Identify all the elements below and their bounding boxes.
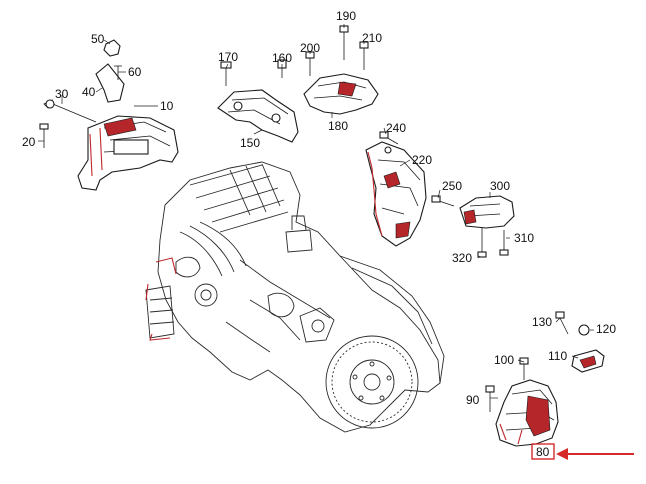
leader-lines bbox=[38, 24, 594, 399]
callout-100: 100 bbox=[494, 353, 514, 367]
callout-250: 250 bbox=[442, 179, 462, 193]
callout-150: 150 bbox=[240, 136, 260, 150]
callout-310: 310 bbox=[514, 231, 534, 245]
callout-210: 210 bbox=[362, 31, 382, 45]
callout-200: 200 bbox=[300, 41, 320, 55]
callout-60: 60 bbox=[128, 65, 142, 79]
callout-220: 220 bbox=[412, 153, 432, 167]
callout-90: 90 bbox=[466, 393, 480, 407]
bracket-180 bbox=[303, 25, 379, 115]
highlight-box bbox=[531, 443, 555, 460]
callout-320: 320 bbox=[452, 251, 472, 265]
callout-80: 80 bbox=[536, 445, 550, 459]
callout-120: 120 bbox=[596, 322, 616, 336]
callout-20: 20 bbox=[22, 135, 36, 149]
callout-240: 240 bbox=[386, 121, 406, 135]
callout-160: 160 bbox=[272, 51, 292, 65]
bracket-220 bbox=[365, 131, 427, 247]
callout-40: 40 bbox=[82, 85, 96, 99]
callout-180: 180 bbox=[328, 119, 348, 133]
callout-labels: 10 20 30 40 50 60 90 100 110 120 130 150… bbox=[22, 9, 616, 407]
mount-300 bbox=[431, 195, 515, 258]
engine-mount-left bbox=[39, 39, 179, 191]
callout-30: 30 bbox=[55, 87, 69, 101]
callout-170: 170 bbox=[218, 50, 238, 64]
callout-50: 50 bbox=[91, 32, 105, 46]
callout-300: 300 bbox=[490, 179, 510, 193]
engine-assembly bbox=[145, 161, 445, 433]
highlight-arrow-head bbox=[556, 448, 568, 460]
highlight-callout-80: 80 bbox=[531, 443, 634, 460]
flywheel bbox=[325, 335, 419, 429]
callout-130: 130 bbox=[532, 315, 552, 329]
callout-10: 10 bbox=[160, 99, 174, 113]
engine-mount-80 bbox=[485, 311, 605, 447]
callout-190: 190 bbox=[336, 9, 356, 23]
callout-110: 110 bbox=[548, 349, 567, 363]
bracket-150 bbox=[217, 59, 299, 143]
